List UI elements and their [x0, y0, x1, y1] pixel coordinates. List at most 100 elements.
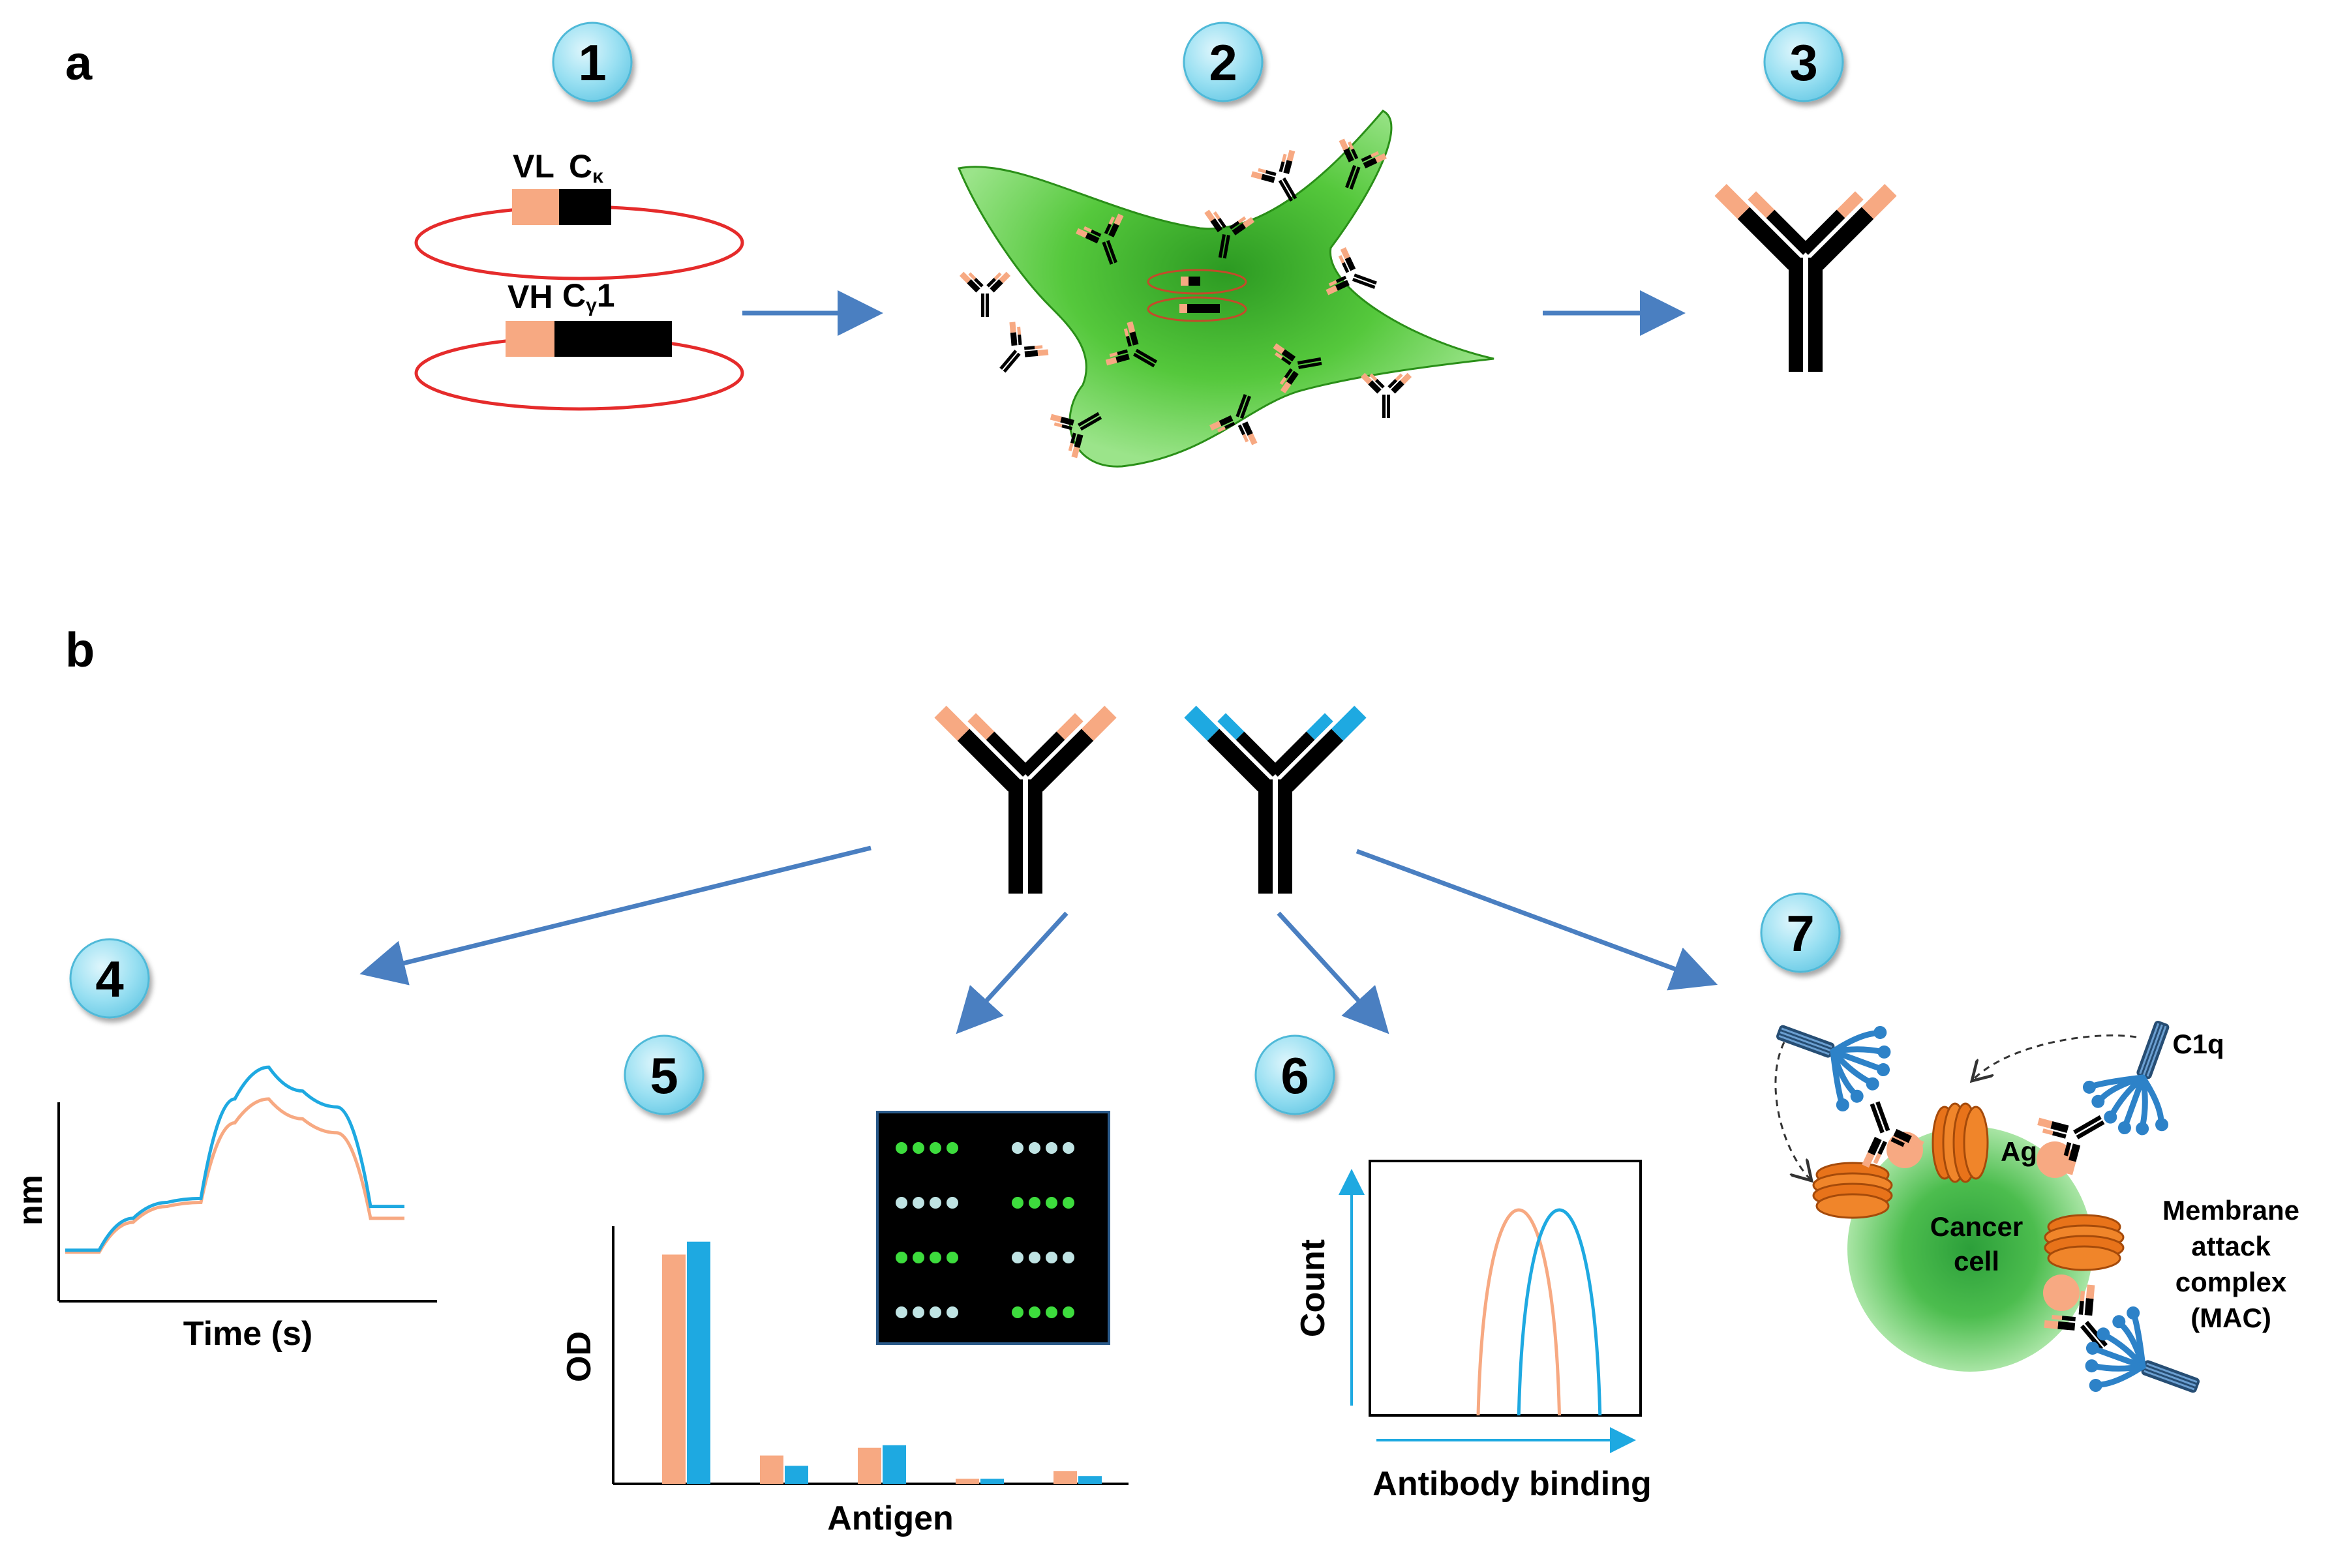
cell-plasmid-vl [1181, 277, 1189, 286]
antigen-label: Ag [2001, 1136, 2037, 1167]
step-badge-3-number: 3 [1789, 34, 1817, 91]
fab-right [1800, 183, 1897, 270]
cg1-label: Cγ1 [562, 277, 615, 316]
arrow-to-step-4 [359, 845, 871, 986]
array-spot [913, 1306, 924, 1318]
chart5-bar [760, 1455, 783, 1484]
chart6-frame [1369, 1160, 1642, 1417]
mac-label-line4: (MAC) [2190, 1303, 2271, 1333]
arrow-to-step-5 [956, 911, 1068, 1034]
step-badge-6: 6 [1256, 1036, 1334, 1114]
step-badge-6-number: 6 [1281, 1047, 1309, 1104]
chart6-y-label: Count [1294, 1239, 1332, 1337]
array-spot [1029, 1252, 1040, 1263]
chart5-bar [662, 1254, 686, 1484]
chart6-series-curve [1476, 1208, 1561, 1416]
array-spot [1046, 1197, 1057, 1209]
chart5-bar [980, 1479, 1004, 1484]
step-badge-3: 3 [1765, 23, 1843, 101]
array-spot [1029, 1142, 1040, 1154]
cg1-label-suffix: 1 [597, 277, 615, 314]
chart5-bars [662, 1241, 1102, 1484]
plasmid-light-chain: VL Cκ [414, 148, 744, 280]
array-spot [1012, 1252, 1023, 1263]
step-badge-4: 4 [70, 939, 149, 1018]
c1q-molecule [1759, 993, 1903, 1123]
array-spot [1063, 1142, 1074, 1154]
step-badge-7-number: 7 [1786, 905, 1814, 962]
antigen [1812, 1162, 1893, 1219]
antibody-variant-blue [1184, 705, 1367, 894]
chart5-bar [858, 1447, 881, 1484]
array-spot [1012, 1142, 1023, 1154]
array-spot [1063, 1252, 1074, 1263]
chart5-bar [1078, 1476, 1102, 1484]
array-spot [930, 1197, 941, 1209]
arrow-to-step-6 [1277, 911, 1389, 1034]
cell-plasmid-ring-1 [1147, 269, 1247, 295]
cell-plasmids [1147, 269, 1247, 322]
ck-label-sub: κ [592, 166, 603, 187]
vl-segment [512, 189, 559, 225]
chart6-series-curve [1517, 1208, 1602, 1416]
mac-label-line1: Membrane [2162, 1195, 2299, 1226]
array-spot [1063, 1197, 1074, 1209]
dashed-arrow-left [1774, 1042, 1810, 1179]
array-spot [1012, 1197, 1023, 1209]
array-spot [896, 1306, 907, 1318]
chart5-bar [687, 1241, 710, 1484]
cell-plasmid-vh [1179, 304, 1187, 313]
cg1-label-main: C [562, 277, 586, 314]
array-spot [913, 1252, 924, 1263]
bound-epitope [2037, 1141, 2073, 1178]
mini-antibody [1360, 369, 1412, 418]
ck-label-main: C [569, 148, 592, 185]
array-spot [896, 1252, 907, 1263]
vh-segment [506, 321, 554, 357]
chart5-bar [956, 1479, 979, 1484]
array-spot [896, 1197, 907, 1209]
array-spot [1029, 1306, 1040, 1318]
c1q-label: C1q [2172, 1029, 2224, 1059]
cell-body [957, 110, 1494, 468]
antigen [2044, 1214, 2125, 1271]
cg1-label-sub: γ [586, 295, 597, 316]
cell-plasmid-cg1 [1187, 304, 1220, 313]
mini-antibody [982, 316, 1053, 387]
heavy-stem-left [1789, 258, 1803, 372]
antigen-array [876, 1111, 1110, 1345]
array-spot [947, 1252, 958, 1263]
antigen [1932, 1102, 1989, 1183]
array-spot [1046, 1252, 1057, 1263]
array-spot [930, 1252, 941, 1263]
array-spot [896, 1142, 907, 1154]
array-spot [1029, 1197, 1040, 1209]
producer-cell [957, 110, 1494, 468]
cg1-segment [554, 321, 672, 357]
step-badge-7: 7 [1761, 894, 1840, 972]
array-spot [930, 1142, 941, 1154]
bound-epitope [2043, 1274, 2080, 1311]
array-spot [947, 1142, 958, 1154]
panel-label-a: a [65, 36, 93, 90]
array-spot [913, 1142, 924, 1154]
array-spot [1012, 1306, 1023, 1318]
array-spot [913, 1197, 924, 1209]
chart5-y-label: OD [560, 1331, 598, 1382]
array-spot [947, 1306, 958, 1318]
chart4-y-label: nm [12, 1175, 50, 1226]
vh-label: VH [508, 279, 553, 315]
chart6-x-label: Antibody binding [1372, 1465, 1651, 1503]
chart6-series [1476, 1208, 1602, 1416]
chart4-x-label: Time (s) [183, 1315, 312, 1353]
array-spot [947, 1197, 958, 1209]
chart-step5: OD Antigen [560, 1111, 1129, 1537]
chart5-bar [1053, 1471, 1077, 1484]
array-spot [1046, 1142, 1057, 1154]
chart5-x-label: Antigen [827, 1500, 954, 1537]
ck-label: Cκ [569, 148, 603, 187]
chart-step6: Count Antibody binding [1294, 1160, 1652, 1503]
chart4-series [65, 1065, 404, 1254]
panel-label-b: b [65, 623, 95, 677]
